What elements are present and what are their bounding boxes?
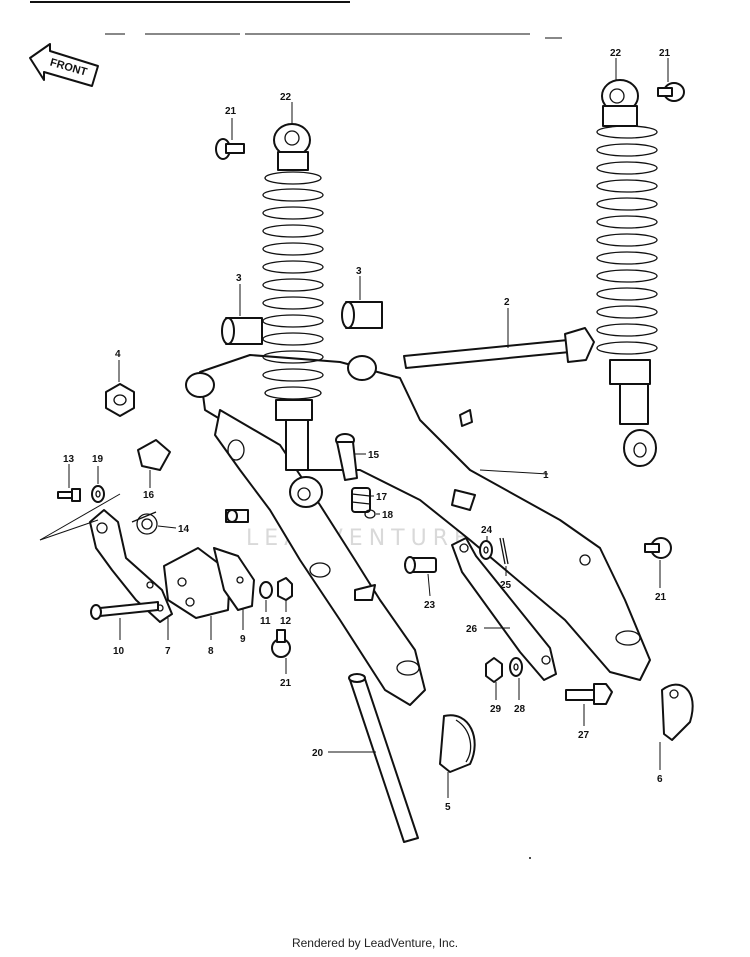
callout-1: 1 <box>543 470 549 481</box>
callout-19: 19 <box>92 454 104 465</box>
callout-20: 20 <box>312 748 324 759</box>
part-19-washer <box>91 485 105 503</box>
part-12-nut <box>277 577 293 601</box>
part-26-torque-link <box>451 537 557 681</box>
callout-4: 4 <box>115 349 121 360</box>
callout-12: 12 <box>280 616 292 627</box>
watermark-text: LEADVENTURE <box>246 526 474 551</box>
part-16-cap <box>137 439 171 471</box>
part-28-washer <box>509 657 523 677</box>
part-9-plate <box>213 547 255 611</box>
callout-28: 28 <box>514 704 526 715</box>
callout-5: 5 <box>445 802 451 813</box>
part-11-washer <box>259 581 273 599</box>
callout-21-top-right: 21 <box>659 48 671 59</box>
part-3-collar-left <box>221 317 263 345</box>
part-2-axle-bolt <box>403 327 595 369</box>
part-21-bolt-top-right <box>657 82 685 102</box>
part-21-bolt-bottom <box>271 629 291 658</box>
callout-10: 10 <box>113 646 125 657</box>
part-15-bolt <box>335 433 358 481</box>
part-29-nut <box>485 657 503 683</box>
part-4-nut <box>105 383 135 417</box>
callout-2: 2 <box>504 297 510 308</box>
part-10-bolt <box>90 601 159 620</box>
callout-3-right: 3 <box>356 266 362 277</box>
callout-22-right: 22 <box>610 48 622 59</box>
part-20-rod <box>348 673 419 843</box>
part-8-block <box>163 547 231 619</box>
leader-lines <box>39 58 669 798</box>
callout-23: 23 <box>424 600 436 611</box>
part-14-spring <box>131 511 158 535</box>
callout-16: 16 <box>143 490 155 501</box>
part-22-shock-left <box>262 123 324 508</box>
callout-21-top-left: 21 <box>225 106 237 117</box>
callout-17: 17 <box>376 492 388 503</box>
callout-21-bottom: 21 <box>280 678 292 689</box>
callout-9: 9 <box>240 634 246 645</box>
part-18-washer <box>364 509 376 519</box>
callout-22-left: 22 <box>280 92 292 103</box>
callout-15: 15 <box>368 450 380 461</box>
part-24-washer <box>479 540 493 560</box>
pivot-stud <box>225 509 249 523</box>
footer-credit: Rendered by LeadVenture, Inc. <box>291 936 459 950</box>
callout-3-left: 3 <box>236 273 242 284</box>
callout-13: 13 <box>63 454 75 465</box>
callout-18: 18 <box>382 510 394 521</box>
part-23-pin <box>404 556 437 574</box>
top-border-marks <box>30 1 562 39</box>
stray-dot <box>529 857 531 859</box>
callout-7: 7 <box>165 646 171 657</box>
part-1-swing-arm <box>185 354 651 706</box>
part-21-bolt-right <box>644 537 672 559</box>
part-21-bolt-top-left <box>215 138 245 160</box>
part-27-bolt <box>565 683 613 705</box>
part-22-shock-right <box>596 79 658 467</box>
callout-numbers: 22 21 22 21 3 3 2 4 1 15 17 18 16 14 13 … <box>63 48 671 813</box>
callout-24: 24 <box>481 525 493 536</box>
callout-21-right: 21 <box>655 592 667 603</box>
part-5-chain-adjuster <box>439 714 476 773</box>
callout-26: 26 <box>466 624 478 635</box>
part-6-chain-adjuster <box>661 683 694 741</box>
callout-11: 11 <box>260 616 271 627</box>
part-17-spring <box>351 487 371 513</box>
callout-8: 8 <box>208 646 214 657</box>
callout-6: 6 <box>657 774 663 785</box>
callout-29: 29 <box>490 704 502 715</box>
part-3-collar-right <box>341 301 383 329</box>
callout-25: 25 <box>500 580 512 591</box>
callout-14: 14 <box>178 524 190 535</box>
part-7-brake-arm <box>89 509 173 623</box>
front-arrow-icon: FRONT <box>29 43 99 87</box>
part-13-bolt <box>57 488 81 502</box>
part-25-cotter-pin <box>499 537 509 565</box>
callout-27: 27 <box>578 730 590 741</box>
